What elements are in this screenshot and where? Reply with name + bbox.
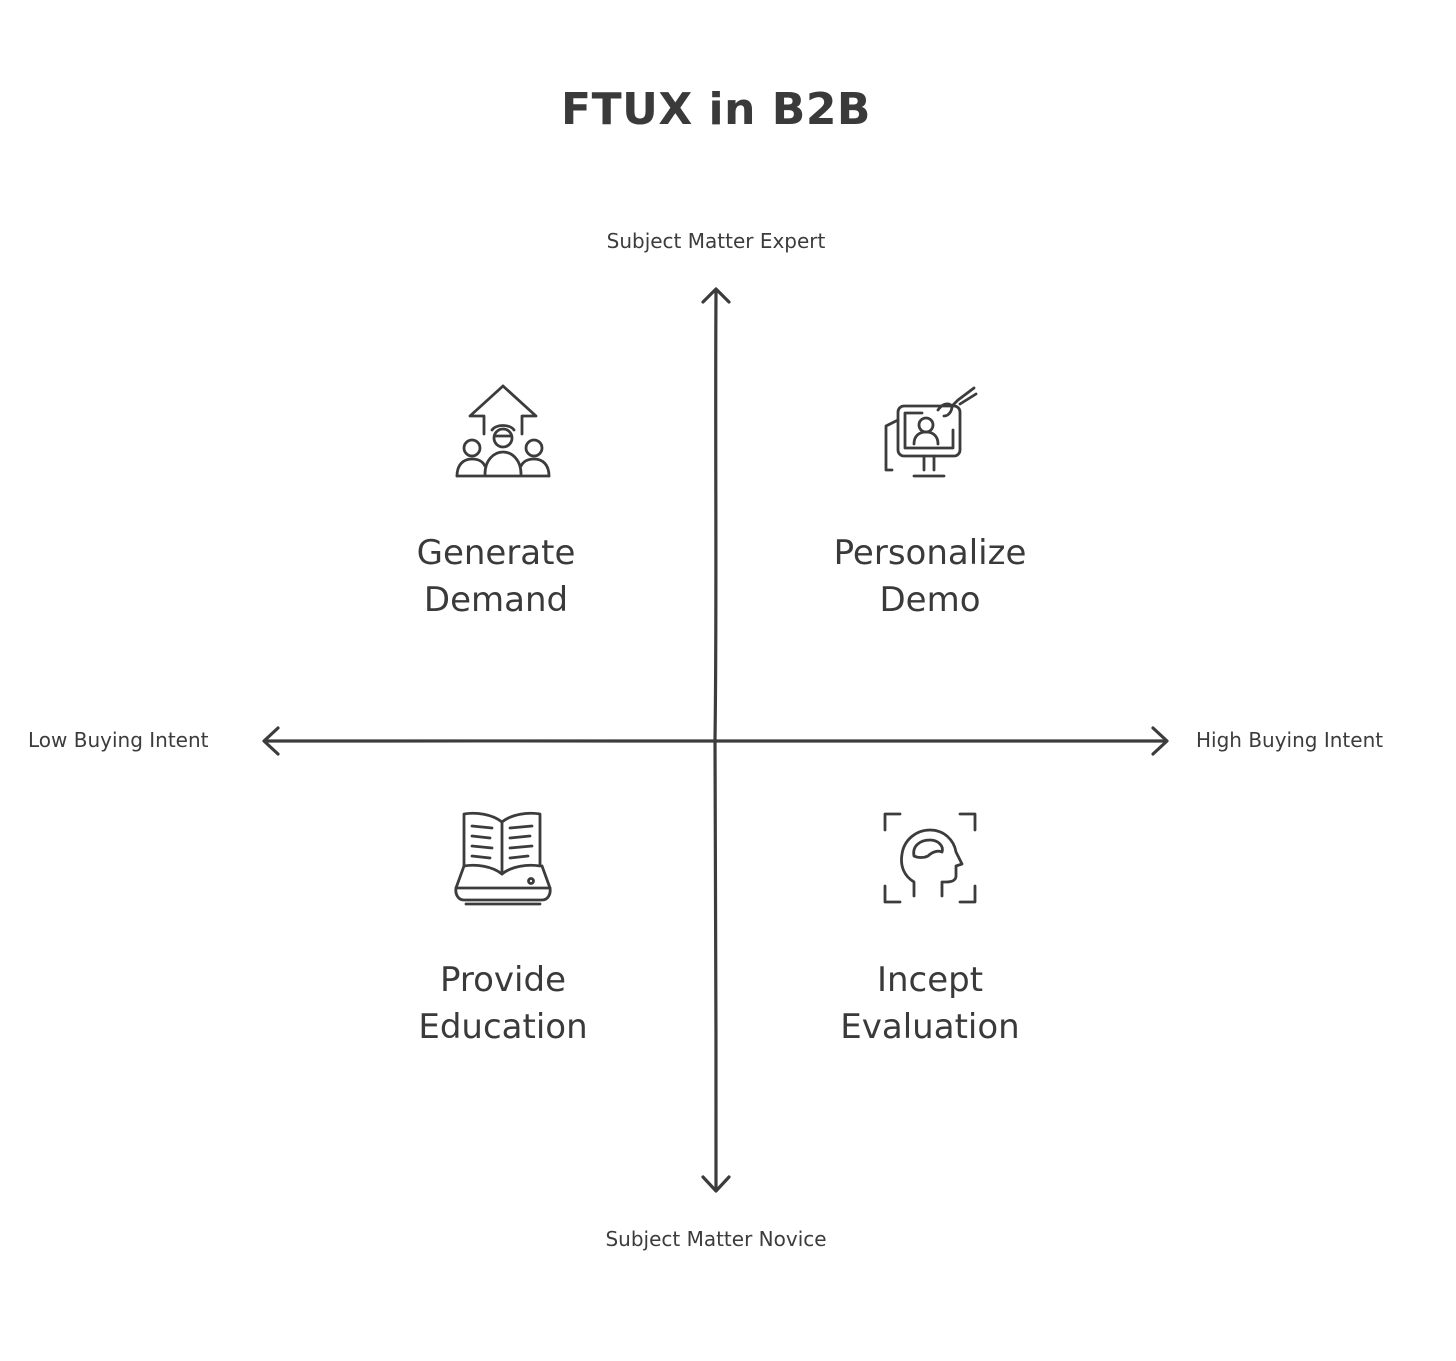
horizontal-axis-arrow-right xyxy=(1151,726,1169,756)
quadrant-label-generate-demand: Generate Demand xyxy=(336,530,656,624)
quadrant-label-line: Education xyxy=(418,1007,588,1047)
head-scan-icon xyxy=(880,810,980,908)
quadrant-label-line: Personalize xyxy=(833,533,1027,573)
quadrant-label-line: Demand xyxy=(423,580,569,620)
axis-label-left: Low Buying Intent xyxy=(28,728,209,752)
vertical-axis-arrow-up xyxy=(701,287,731,304)
quadrant-label-provide-education: Provide Education xyxy=(343,957,663,1051)
horizontal-axis-line xyxy=(264,739,1168,743)
quadrant-label-incept-evaluation: Incept Evaluation xyxy=(770,957,1090,1051)
quadrant-label-line: Incept xyxy=(876,960,984,1000)
axis-label-bottom: Subject Matter Novice xyxy=(605,1227,827,1251)
quadrant-label-line: Provide xyxy=(439,960,566,1000)
diagram-title: FTUX in B2B xyxy=(561,84,871,135)
open-book-icon xyxy=(452,808,554,912)
quadrant-label-line: Evaluation xyxy=(840,1007,1020,1047)
axis-label-top: Subject Matter Expert xyxy=(606,229,826,253)
quadrant-label-line: Generate xyxy=(416,533,576,573)
axis-label-right: High Buying Intent xyxy=(1196,728,1384,752)
team-growth-arrow-icon xyxy=(452,382,554,482)
monitor-presenter-icon xyxy=(878,380,982,482)
horizontal-axis-arrow-left xyxy=(262,726,280,756)
quadrant-label-line: Demo xyxy=(879,580,981,620)
vertical-axis-arrow-down xyxy=(701,1175,731,1193)
quadrant-label-personalize-demo: Personalize Demo xyxy=(770,530,1090,624)
